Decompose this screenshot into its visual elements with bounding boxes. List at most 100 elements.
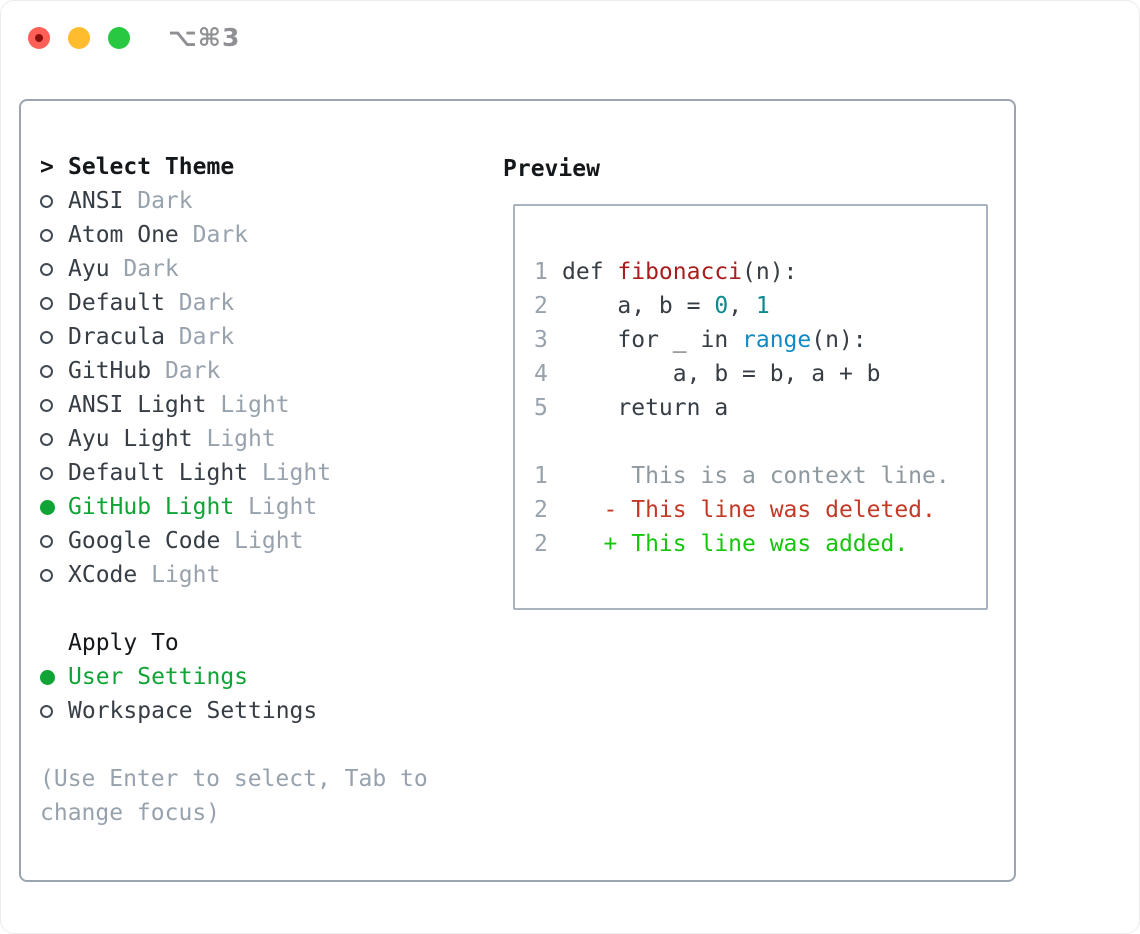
code-token-builtin: range: [742, 327, 812, 353]
theme-item[interactable]: Ayu Dark: [40, 252, 428, 286]
option-label: Dracula: [68, 324, 165, 350]
radio-unselected-icon: [40, 432, 68, 446]
code-line: 4 a, b = b, a + b: [534, 357, 986, 391]
radio-unselected-icon: [40, 534, 68, 548]
option-label: Ayu: [68, 256, 110, 282]
line-number: 4: [534, 361, 548, 387]
theme-item[interactable]: ANSI Light Light: [40, 388, 428, 422]
radio-circle: [40, 228, 53, 242]
code-line: 5 return a: [534, 391, 986, 425]
radio-unselected-icon: [40, 262, 68, 276]
code-token-del: - This line was deleted.: [562, 497, 936, 523]
help-text-line-1: (Use Enter to select, Tab to: [40, 766, 428, 792]
theme-item[interactable]: GitHub Dark: [40, 354, 428, 388]
option-label: ANSI Light: [68, 392, 207, 418]
code-token-plain: (n):: [742, 259, 798, 285]
spacer: [40, 592, 428, 626]
help-text-line-2: change focus): [40, 800, 221, 826]
theme-item[interactable]: GitHub Light Light: [40, 490, 428, 524]
radio-circle: [40, 466, 53, 480]
code-line: 1 This is a context line.: [534, 459, 986, 493]
option-label: Atom One: [68, 222, 179, 248]
code-line: [534, 425, 986, 459]
theme-item[interactable]: ANSI Dark: [40, 184, 428, 218]
theme-item[interactable]: Atom One Dark: [40, 218, 428, 252]
option-label: User Settings: [68, 664, 249, 690]
option-label: Ayu Light: [68, 426, 193, 452]
radio-circle: [40, 534, 53, 548]
code-token-add: + This line was added.: [562, 531, 909, 557]
radio-circle: [40, 296, 53, 310]
radio-unselected-icon: [40, 296, 68, 310]
titlebar: ⌥⌘3: [1, 1, 1139, 75]
option-variant: Dark: [164, 290, 235, 316]
apply-to-item[interactable]: User Settings: [40, 660, 428, 694]
code-token-plain: for _ in: [562, 327, 743, 353]
radio-circle: [40, 330, 53, 344]
radio-unselected-icon: [40, 704, 68, 718]
code-token-plain: (n):: [811, 327, 867, 353]
line-number: 1: [534, 259, 548, 285]
option-label: Default: [68, 290, 165, 316]
option-label: XCode: [68, 562, 138, 588]
line-number: 2: [534, 293, 548, 319]
option-variant: Light: [220, 528, 304, 554]
code-line: 2 - This line was deleted.: [534, 493, 986, 527]
radio-unselected-icon: [40, 364, 68, 378]
code-token-func: fibonacci: [617, 259, 743, 285]
radio-circle: [40, 704, 53, 718]
theme-item[interactable]: XCode Light: [40, 558, 428, 592]
select-theme-header: > Select Theme: [40, 150, 428, 184]
code-token-plain: def: [562, 259, 618, 285]
line-number: 2: [534, 531, 548, 557]
code-line: 3 for _ in range(n):: [534, 323, 986, 357]
radio-circle: [40, 499, 55, 515]
close-button-icon[interactable]: [28, 27, 50, 49]
radio-unselected-icon: [40, 398, 68, 412]
option-label: Google Code: [68, 528, 221, 554]
option-label: ANSI: [68, 188, 124, 214]
theme-item[interactable]: Default Light Light: [40, 456, 428, 490]
apply-to-header: Apply To: [40, 626, 428, 660]
theme-item[interactable]: Dracula Dark: [40, 320, 428, 354]
option-label: Default Light: [68, 460, 249, 486]
option-variant: Dark: [178, 222, 249, 248]
code-line: 1 def fibonacci(n):: [534, 255, 986, 289]
zoom-button-icon[interactable]: [108, 27, 130, 49]
option-variant: Dark: [123, 188, 193, 214]
radio-selected-icon: [40, 499, 68, 515]
option-variant: Dark: [109, 256, 179, 282]
minimize-button-icon[interactable]: [68, 27, 90, 49]
radio-unselected-icon: [40, 228, 68, 242]
line-number: 3: [534, 327, 548, 353]
cursor-prompt-icon: >: [40, 154, 54, 180]
code-token-plain: ,: [728, 293, 756, 319]
apply-to-item[interactable]: Workspace Settings: [40, 694, 428, 728]
radio-circle: [40, 568, 53, 582]
theme-item[interactable]: Google Code Light: [40, 524, 428, 558]
radio-unselected-icon: [40, 194, 68, 208]
code-token-num: 0: [714, 293, 729, 319]
line-number: 1: [534, 463, 548, 489]
theme-item[interactable]: Default Dark: [40, 286, 428, 320]
theme-item[interactable]: Ayu Light Light: [40, 422, 428, 456]
code-token-plain: a, b = b, a + b: [562, 361, 881, 387]
option-variant: Dark: [151, 358, 221, 384]
option-variant: Light: [192, 426, 276, 452]
option-label: GitHub: [68, 358, 152, 384]
radio-circle: [40, 669, 55, 685]
code-token-num: 1: [755, 293, 770, 319]
code-token-ctx: This is a context line.: [562, 463, 950, 489]
radio-selected-icon: [40, 669, 68, 685]
preview-header-label: Preview: [503, 156, 600, 182]
option-label: Workspace Settings: [68, 698, 318, 724]
window-title-shortcut: ⌥⌘3: [168, 23, 241, 52]
line-number: 5: [534, 395, 548, 421]
code-line: 2 + This line was added.: [534, 527, 986, 561]
